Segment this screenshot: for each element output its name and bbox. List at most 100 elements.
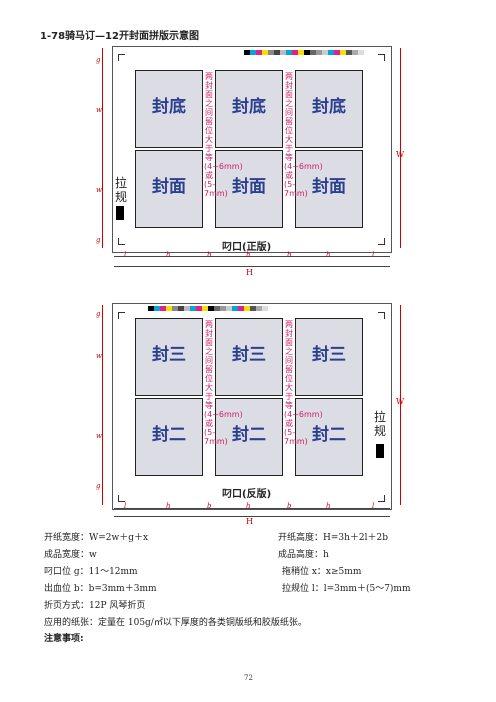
color-swatch [316, 50, 322, 55]
page-number: 72 [244, 674, 253, 682]
dim-line [114, 508, 390, 509]
dim-label-w: w [96, 352, 102, 360]
crop-mark [118, 312, 125, 319]
panel-back-2 [215, 70, 283, 148]
info-finished-width: 成品宽度：w [44, 550, 97, 560]
gutter-note: 两封面之间留位大于等(4~6mm)或(5-7mm) [284, 72, 323, 198]
dim-label-h: h [326, 502, 331, 510]
dim-label-h: h [246, 502, 251, 510]
info-paper-width: 开纸宽度：W=2w＋g＋x [44, 533, 149, 543]
crop-mark [378, 495, 385, 502]
gutter-note: 两封面之间留位大于等(4~6mm)或(5-7mm) [204, 320, 243, 446]
color-swatch [232, 306, 238, 311]
dim-line-W [400, 48, 401, 248]
dim-label-g: g [96, 56, 101, 64]
color-swatch [280, 50, 286, 55]
dim-line-W [400, 305, 401, 505]
panel-cover3-1 [135, 318, 203, 396]
panel-label: 封面 [232, 177, 266, 197]
gripper-label: 叼口(反版) [222, 489, 272, 500]
panel-cover2-2 [215, 398, 283, 476]
dim-label-w: w [96, 432, 102, 440]
panel-cover2-3 [295, 398, 363, 476]
dim-line [102, 48, 103, 248]
info-drag: 拖稍位 x：x≥5mm [282, 567, 362, 577]
dim-label-h: h [166, 251, 171, 259]
info-gripper: 叼口位 g：11～12mm [44, 567, 138, 577]
color-swatch [256, 50, 262, 55]
color-swatch [190, 306, 196, 311]
dim-label-w: w [96, 106, 102, 114]
color-swatch [208, 306, 214, 311]
notes-title: 注意事项: [44, 634, 84, 644]
dim-label-g: g [96, 310, 101, 318]
panel-label: 封面 [312, 177, 346, 197]
color-swatch [346, 50, 352, 55]
color-swatch [250, 306, 256, 311]
color-swatch [202, 306, 208, 311]
side-guide-mark [116, 206, 124, 220]
color-swatch [250, 50, 256, 55]
dim-label-l: l [372, 502, 375, 510]
gripper-label: 叼口(正版) [222, 242, 272, 253]
info-side-guide: 拉规位 l：l=3mm＋(5～7)mm [282, 584, 411, 594]
color-swatch [274, 50, 280, 55]
crop-mark [118, 238, 125, 245]
page-heading: 1-78骑马订—12开封面拼版示意图 [40, 31, 199, 42]
info-bleed: 出血位 b：b=3mm＋3mm [44, 584, 157, 594]
color-swatch [310, 50, 316, 55]
panel-front-3 [295, 150, 363, 228]
dim-label-w: w [96, 186, 102, 194]
color-swatch [184, 306, 190, 311]
color-swatch [352, 50, 358, 55]
dim-label-h: h [246, 251, 251, 259]
panel-back-1 [135, 70, 203, 148]
color-bar-front [244, 50, 364, 55]
panel-label: 封二 [152, 425, 186, 445]
color-swatch [262, 306, 268, 311]
dim-label-b: b [207, 502, 212, 510]
color-swatch [328, 50, 334, 55]
color-swatch [172, 306, 178, 311]
color-swatch [166, 306, 172, 311]
dim-label-b: b [287, 502, 292, 510]
dim-label-g: g [96, 236, 101, 244]
color-swatch [304, 50, 310, 55]
dim-label-h: h [166, 502, 171, 510]
info-paper-use: 应用的纸张：定量在 105g/㎡以下厚度的各类铜版纸和胶版纸张。 [44, 618, 307, 628]
color-swatch [220, 306, 226, 311]
panel-label: 封三 [152, 345, 186, 365]
color-swatch [358, 50, 364, 55]
panel-front-1 [135, 150, 203, 228]
panel-label: 封二 [312, 425, 346, 445]
color-swatch [286, 50, 292, 55]
gutter-note: 两封面之间留位大于等(4~6mm)或(5-7mm) [204, 72, 243, 198]
dim-label-l: l [372, 251, 375, 259]
dim-label-H: H [246, 268, 253, 277]
dim-label-W: W [396, 397, 405, 406]
color-swatch [334, 50, 340, 55]
dim-line-H [114, 266, 390, 267]
dim-label-b: b [207, 251, 212, 259]
panel-label: 封三 [312, 345, 346, 365]
color-bar-back [148, 306, 268, 311]
color-swatch [244, 50, 250, 55]
panel-cover2-1 [135, 398, 203, 476]
panel-label: 封底 [152, 97, 186, 117]
panel-label: 封三 [232, 345, 266, 365]
color-swatch [262, 50, 268, 55]
info-finished-height: 成品高度：h [278, 550, 329, 560]
side-guide-label: 拉规 [374, 410, 387, 438]
color-swatch [148, 306, 154, 311]
crop-mark [118, 495, 125, 502]
color-swatch [340, 50, 346, 55]
dim-label-b: b [287, 251, 292, 259]
color-swatch [226, 306, 232, 311]
crop-mark [378, 312, 385, 319]
info-paper-height: 开纸高度：H=3h＋2l＋2b [278, 533, 389, 543]
color-swatch [244, 306, 250, 311]
panel-label: 封底 [312, 97, 346, 117]
color-swatch [196, 306, 202, 311]
panel-label: 封二 [232, 425, 266, 445]
color-swatch [268, 50, 274, 55]
